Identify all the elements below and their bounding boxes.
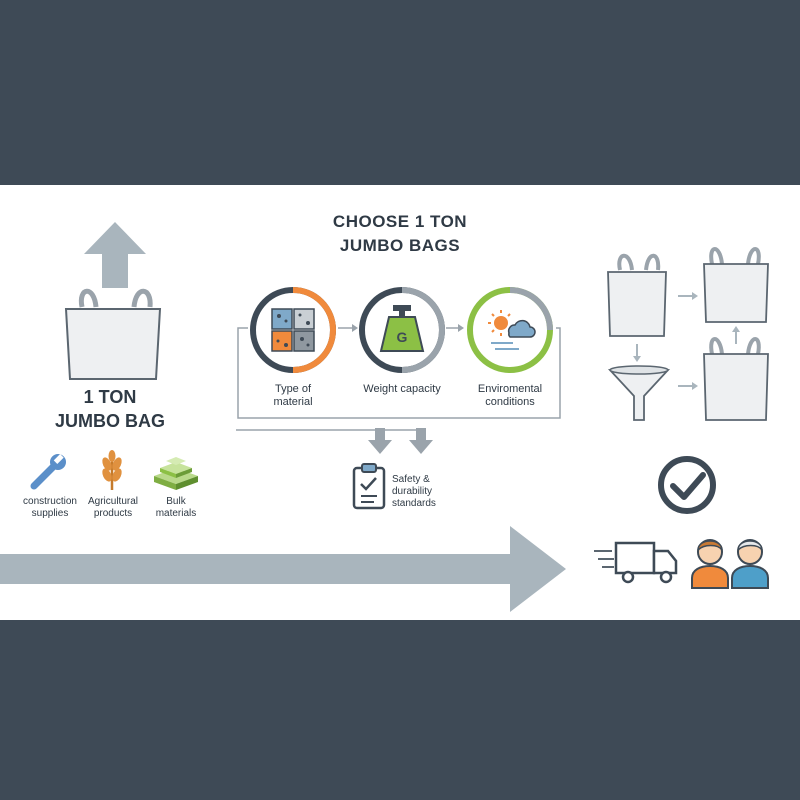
weather-icon <box>467 287 553 373</box>
bag-flow-diagram <box>607 247 769 421</box>
delivery-truck-icon <box>594 541 678 584</box>
up-arrow-icon <box>84 222 146 288</box>
safety-label: Safety & durability standards <box>392 474 436 509</box>
criterion-label-environment: Enviromental conditions <box>477 383 543 408</box>
bag-label-line-1: 1 TON <box>83 387 137 407</box>
criterion-label-weight: Weight capacity <box>363 383 441 395</box>
bag-label-line-2: JUMBO BAG <box>54 411 165 431</box>
down-arrow-icon <box>368 428 392 454</box>
title-line-1: CHOOSE 1 TON <box>332 212 468 231</box>
check-circle-icon <box>658 456 716 514</box>
down-arrow-icon <box>409 428 433 454</box>
jumbo-bag-label: 1 TON JUMBO BAG <box>40 385 180 433</box>
jumbo-bag-icon <box>64 288 162 380</box>
diagram-title: CHOOSE 1 TON JUMBO BAGS <box>300 210 500 258</box>
content-band <box>0 185 800 620</box>
bricks-icon <box>154 457 198 490</box>
wheat-icon <box>102 450 122 490</box>
people-icon <box>691 539 769 589</box>
weight-letter: G <box>397 329 408 345</box>
weight-icon: G <box>359 287 445 373</box>
use-label-construction: construction supplies <box>23 496 77 519</box>
use-label-bulk: Bulk materials <box>155 496 197 519</box>
wrench-icon <box>30 454 66 490</box>
use-label-agricultural: Agricultural products <box>87 496 139 519</box>
criterion-label-material: Type of material <box>273 383 313 408</box>
material-grid-icon <box>250 287 336 373</box>
clipboard-check-icon <box>352 463 386 510</box>
process-arrow-icon <box>0 526 566 612</box>
title-line-2: JUMBO BAGS <box>339 236 461 255</box>
